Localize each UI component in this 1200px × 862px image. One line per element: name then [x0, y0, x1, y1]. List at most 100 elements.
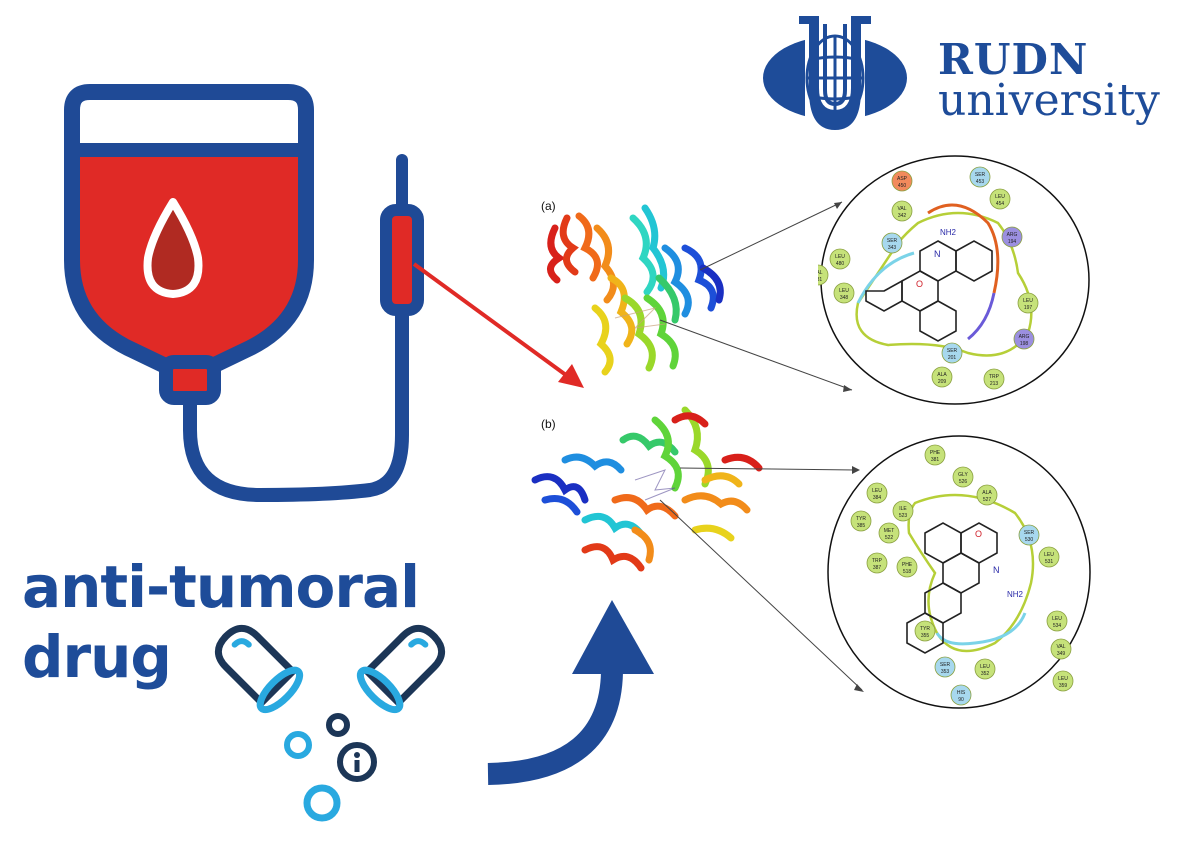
panel-label-a: (a) — [541, 199, 556, 213]
diagram-a-residue-num-10: 198 — [1020, 341, 1029, 347]
diagram-b-residue-num-3: 527 — [983, 497, 992, 503]
diagram-b-residue-name-14: SER — [940, 662, 951, 668]
interaction-diagram-b: N O NH2 PHE381GLY526LEU384ALA527ILE523TY… — [827, 435, 1091, 709]
diagram-b-residue-num-15: 352 — [981, 671, 990, 677]
diagram-b-residue-num-8: 387 — [873, 565, 882, 571]
logo-wordmark: RUDN university — [938, 39, 1160, 126]
diagram-b-residue-num-5: 385 — [857, 523, 866, 529]
headline-line2: drug — [22, 622, 172, 691]
diagram-a-residue-11 — [941, 342, 963, 364]
diagram-b-residue-8 — [866, 552, 888, 574]
panel-label-b: (b) — [541, 417, 556, 431]
curved-arrow-icon — [487, 600, 654, 785]
diagram-a-residue-num-7: 481 — [818, 277, 822, 283]
diagram-a-residue-12 — [931, 366, 953, 388]
diagram-a-residue-name-2: LEU — [995, 194, 1005, 200]
diagram-a-residue-1 — [969, 166, 991, 188]
diagram-a-residue-num-8: 348 — [840, 295, 849, 301]
diagram-b-residue-3 — [976, 484, 998, 506]
diagram-a-residue-13 — [983, 368, 1005, 390]
diagram-b-residue-5 — [850, 510, 872, 532]
diagram-b-residue-num-17: 90 — [958, 697, 964, 703]
diagram-a-residue-name-6: LEU — [835, 254, 845, 260]
diagram-b-residue-num-6: 522 — [885, 535, 894, 541]
ligand-label-b: NH2 — [1007, 590, 1024, 599]
diagram-b-residue-num-1: 526 — [959, 479, 968, 485]
diagram-b-residue-0 — [924, 444, 946, 466]
diagram-a-residue-num-3: 342 — [898, 213, 907, 219]
diagram-a-residue-9 — [1017, 292, 1039, 314]
diagram-b-residue-name-17: HIS — [957, 690, 966, 696]
diagram-b-residue-11 — [1046, 610, 1068, 632]
diagram-a-residue-name-0: ASP — [897, 176, 908, 182]
diagram-b-residue-num-2: 384 — [873, 495, 882, 501]
diagram-b-residue-num-11: 534 — [1053, 623, 1062, 629]
logo-line-university: university — [938, 74, 1160, 126]
residue-group-a: ASP450SER453LEU454VAL342SER343ARG194LEU4… — [818, 166, 1039, 390]
diagram-a-residue-name-12: ALA — [937, 372, 947, 378]
diagram-b-residue-9 — [896, 556, 918, 578]
diagram-a-residue-name-9: LEU — [1023, 298, 1033, 304]
diagram-a-residue-3 — [891, 200, 913, 222]
diagram-a-residue-name-3: VAL — [897, 206, 906, 212]
diagram-b-residue-name-7: SER — [1024, 530, 1035, 536]
diagram-a-residue-6 — [829, 248, 851, 270]
diagram-a-residue-num-4: 343 — [888, 245, 897, 251]
diagram-a-residue-0 — [891, 170, 913, 192]
diagram-a-residue-num-9: 197 — [1024, 305, 1033, 311]
diagram-b-residue-num-12: 355 — [921, 633, 930, 639]
diagram-a-residue-num-13: 213 — [990, 381, 999, 387]
diagram-b-residue-name-4: ILE — [899, 506, 907, 512]
diagram-b-residue-name-12: TYR — [920, 626, 930, 632]
diagram-b-residue-2 — [866, 482, 888, 504]
protein-structure-a: (a) — [541, 199, 724, 376]
diagram-a-residue-name-10: ARG — [1019, 334, 1030, 340]
diagram-b-residue-name-0: PHE — [930, 450, 941, 456]
diagram-b-residue-name-9: PHE — [902, 562, 913, 568]
ligand-atom-o-b: O — [975, 529, 982, 539]
diagram-b-residue-6 — [878, 522, 900, 544]
headline-line1: anti-tumoral — [22, 553, 420, 621]
diagram-a-residue-name-13: TRP — [989, 374, 1000, 380]
red-arrow — [412, 262, 584, 388]
diagram-a-residue-num-6: 480 — [836, 261, 845, 267]
diagram-b-residue-num-14: 353 — [941, 669, 950, 675]
info-icon — [337, 742, 377, 782]
diagram-b-residue-name-13: VAL — [1056, 644, 1065, 650]
diagram-b-residue-num-4: 523 — [899, 513, 908, 519]
globe-logo-icon — [763, 16, 907, 130]
diagram-a-residue-num-2: 454 — [996, 201, 1005, 207]
diagram-b-residue-name-8: TRP — [872, 558, 883, 564]
diagram-b-residue-7 — [1018, 524, 1040, 546]
diagram-b-residue-name-5: TYR — [856, 516, 866, 522]
diagram-b-residue-4 — [892, 500, 914, 522]
diagram-a-residue-10 — [1013, 328, 1035, 350]
diagram-b-residue-num-0: 381 — [931, 457, 940, 463]
diagram-b-residue-14 — [934, 656, 956, 678]
blood-drop-icon — [143, 198, 203, 298]
diagram-a-residue-num-11: 201 — [948, 355, 957, 361]
diagram-b-residue-num-16: 359 — [1059, 683, 1068, 689]
ligand-atom-n-b: N — [993, 565, 1000, 575]
diagram-b-residue-17 — [950, 684, 972, 706]
diagram-b-residue-1 — [952, 466, 974, 488]
ligand-atom-o-a: O — [916, 279, 923, 289]
diagram-a-residue-2 — [989, 188, 1011, 210]
diagram-a-residue-name-4: SER — [887, 238, 898, 244]
diagram-b-residue-num-9: 518 — [903, 569, 912, 575]
diagram-a-residue-num-12: 209 — [938, 379, 947, 385]
diagram-a-residue-8 — [833, 282, 855, 304]
diagram-b-residue-name-2: LEU — [872, 488, 882, 494]
diagram-b-residue-name-6: MET — [884, 528, 895, 534]
diagram-a-residue-num-1: 453 — [976, 179, 985, 185]
diagram-b-residue-name-3: ALA — [982, 490, 992, 496]
diagram-a-residue-5 — [1001, 226, 1023, 248]
diagram-a-residue-name-7: VAL — [818, 270, 823, 276]
diagram-b-residue-name-1: GLY — [958, 472, 968, 478]
diagram-b-residue-name-16: LEU — [1058, 676, 1068, 682]
diagram-a-residue-num-0: 450 — [898, 183, 907, 189]
diagram-a-residue-7 — [818, 264, 829, 286]
diagram-a-residue-4 — [881, 232, 903, 254]
protein-structure-b: (b) — [531, 406, 763, 572]
